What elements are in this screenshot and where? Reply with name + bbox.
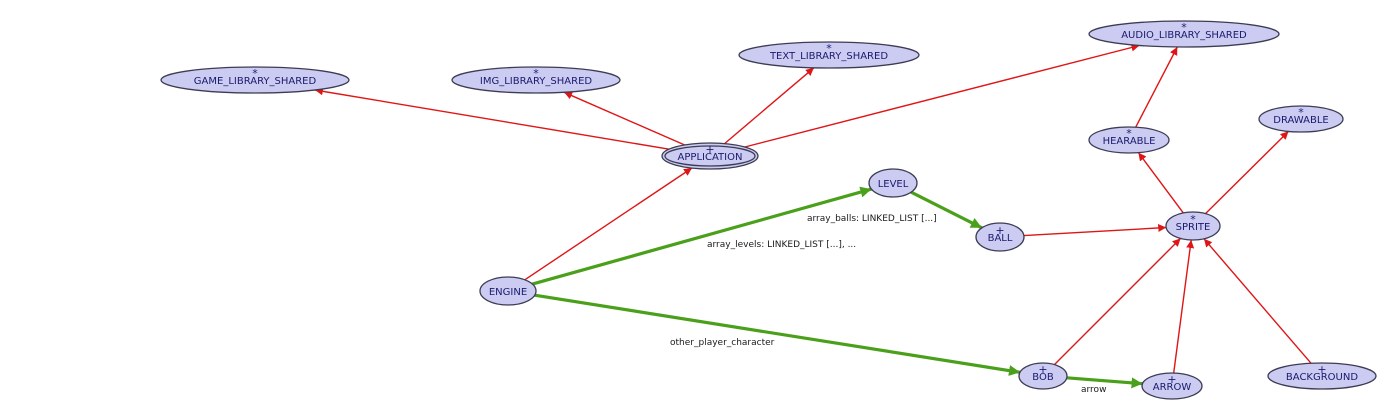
client-edge-label: other_player_character: [670, 338, 775, 348]
class-node-ellipse[interactable]: [975, 222, 1025, 252]
class-status-marker: *: [533, 67, 539, 80]
class-node-ellipse[interactable]: [868, 168, 918, 198]
class-node-label: APPLICATION: [678, 152, 743, 163]
class-node-label: LEVEL: [878, 179, 909, 190]
client-edge-engine-to-level: [531, 186, 872, 286]
inheritance-edge-bob-to-sprite: [1053, 237, 1182, 366]
class-node-game-library-shared[interactable]: *GAME_LIBRARY_SHARED: [160, 66, 350, 94]
inheritance-edge-engine-to-application: [524, 167, 693, 281]
class-status-marker: +: [995, 224, 1004, 237]
class-node-background[interactable]: +BACKGROUND: [1267, 362, 1377, 390]
class-status-marker: +: [705, 143, 714, 156]
class-node-ellipse[interactable]: [1267, 362, 1377, 390]
class-node-label: AUDIO_LIBRARY_SHARED: [1121, 30, 1247, 41]
inheritance-edge-arrow-to-sprite: [1173, 239, 1195, 374]
class-node-ellipse[interactable]: [1088, 126, 1170, 154]
class-node-label: IMG_LIBRARY_SHARED: [480, 76, 592, 87]
client-edge-label: array_levels: LINKED_LIST [...], ...: [707, 240, 856, 250]
class-node-label: TEXT_LIBRARY_SHARED: [769, 51, 888, 62]
class-node-img-library-shared[interactable]: *IMG_LIBRARY_SHARED: [451, 66, 621, 94]
inheritance-edge-hearable-to-audio-library-shared: [1135, 46, 1178, 128]
class-node-ellipse[interactable]: [1258, 105, 1344, 133]
class-node-label: BACKGROUND: [1286, 372, 1358, 383]
class-node-ellipse[interactable]: [479, 276, 537, 306]
class-node-ellipse[interactable]: [451, 66, 621, 94]
class-node-audio-library-shared[interactable]: *AUDIO_LIBRARY_SHARED: [1088, 20, 1280, 48]
client-edge-label: arrow: [1081, 385, 1106, 395]
class-node-arrow[interactable]: +ARROW: [1141, 372, 1203, 400]
inheritance-edge-application-to-audio-library-shared: [744, 43, 1140, 148]
class-node-label: SPRITE: [1176, 222, 1211, 233]
class-status-marker: *: [252, 67, 258, 80]
class-status-marker: *: [1181, 21, 1187, 34]
class-node-ball[interactable]: +BALL: [975, 222, 1025, 252]
class-node-bob[interactable]: +BOB: [1018, 362, 1068, 390]
class-node-level[interactable]: LEVEL: [868, 168, 918, 198]
class-node-sprite[interactable]: *SPRITE: [1165, 211, 1221, 241]
class-node-hearable[interactable]: *HEARABLE: [1088, 126, 1170, 154]
class-status-marker: +: [1167, 373, 1176, 386]
inheritance-edge-application-to-game-library-shared: [314, 87, 670, 150]
class-node-ellipse[interactable]: [738, 41, 920, 69]
client-edge-level-to-ball: [910, 190, 983, 230]
inheritance-edge-sprite-to-drawable: [1205, 130, 1289, 215]
class-node-label: BALL: [988, 233, 1013, 244]
client-edge-label: array_balls: LINKED_LIST [...]: [807, 214, 937, 224]
class-status-marker: *: [1298, 106, 1304, 119]
class-status-marker: *: [1190, 213, 1196, 226]
class-node-ellipse[interactable]: [1088, 20, 1280, 48]
class-node-ellipse[interactable]: [160, 66, 350, 94]
class-node-engine[interactable]: ENGINE: [479, 276, 537, 306]
inheritance-edge-sprite-to-hearable: [1137, 152, 1184, 214]
class-node-label: ENGINE: [489, 287, 527, 298]
class-node-application[interactable]: +APPLICATION: [661, 142, 759, 170]
root-class-ring: [664, 145, 756, 167]
class-node-drawable[interactable]: *DRAWABLE: [1258, 105, 1344, 133]
class-node-label: GAME_LIBRARY_SHARED: [194, 76, 317, 87]
class-node-label: DRAWABLE: [1273, 115, 1328, 126]
class-node-label: ARROW: [1153, 382, 1192, 393]
edge-labels-layer: array_levels: LINKED_LIST [...], ... arra…: [670, 214, 1106, 395]
inheritance-edge-application-to-img-library-shared: [563, 91, 685, 146]
class-node-ellipse[interactable]: [1165, 211, 1221, 241]
class-status-marker: +: [1038, 363, 1047, 376]
class-status-marker: *: [1126, 127, 1132, 140]
class-node-text-library-shared[interactable]: *TEXT_LIBRARY_SHARED: [738, 41, 920, 69]
class-node-label: HEARABLE: [1103, 136, 1156, 147]
edges-layer: [314, 43, 1312, 389]
inheritance-edge-application-to-text-library-shared: [724, 67, 815, 145]
client-edge-bob-to-arrow: [1066, 376, 1143, 389]
class-node-ellipse[interactable]: [1018, 362, 1068, 390]
inheritance-edge-ball-to-sprite: [1023, 223, 1167, 237]
inheritance-edge-background-to-sprite: [1203, 238, 1312, 364]
class-status-marker: +: [1317, 363, 1326, 376]
class-status-marker: *: [826, 42, 832, 55]
client-edge-engine-to-bob: [534, 293, 1021, 377]
class-node-ellipse[interactable]: [661, 142, 759, 170]
class-node-ellipse[interactable]: [1141, 372, 1203, 400]
class-node-label: BOB: [1032, 372, 1054, 383]
nodes-layer: *GAME_LIBRARY_SHARED*IMG_LIBRARY_SHARED*…: [160, 20, 1377, 400]
